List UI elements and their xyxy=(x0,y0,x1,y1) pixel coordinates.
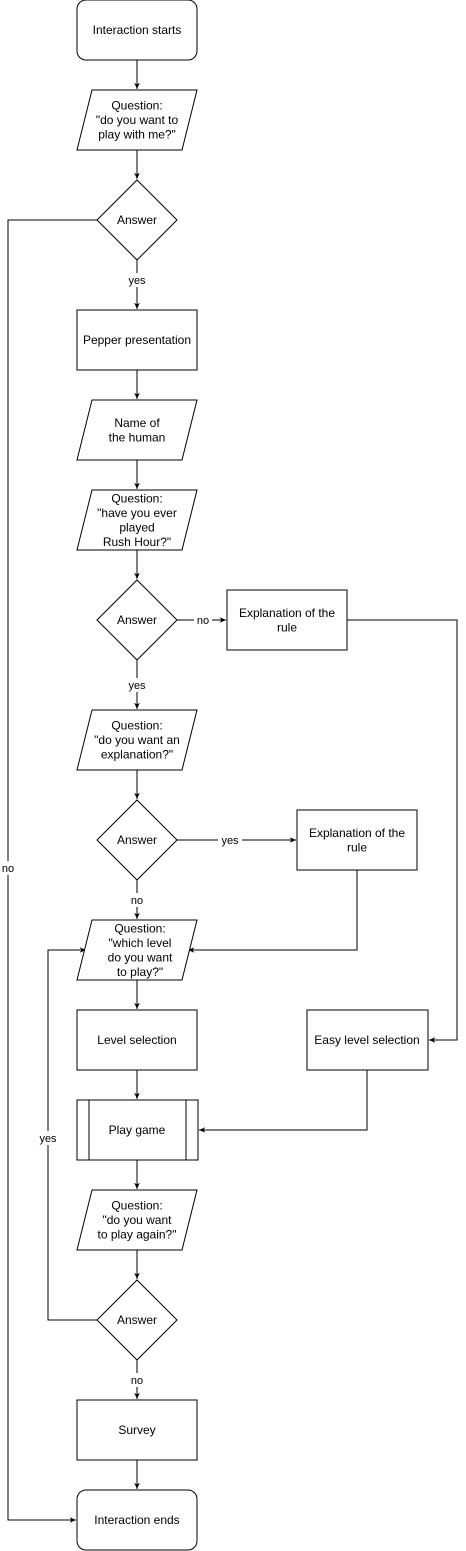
node-text-line: Interaction ends xyxy=(94,1513,179,1527)
node-text-line: do you want xyxy=(108,950,173,964)
node-level-sel-text: Level selection xyxy=(97,1033,176,1047)
edge-label-a1-no: no xyxy=(0,861,16,875)
node-text-line: played xyxy=(119,520,154,534)
edge-label-a2-no: no xyxy=(194,613,212,627)
node-text-line: "do you want an xyxy=(94,733,180,747)
svg-text:yes: yes xyxy=(128,680,146,692)
node-text-line: Easy level selection xyxy=(314,1033,419,1047)
node-answer2: Answer xyxy=(96,579,178,661)
edge-label-a1-yes: yes xyxy=(125,273,149,287)
svg-text:no: no xyxy=(197,615,209,627)
node-presentation-text: Pepper presentation xyxy=(83,333,191,347)
node-text-line: explanation?" xyxy=(101,748,173,762)
node-text-line: to play again?" xyxy=(98,1228,177,1242)
node-text-line: the human xyxy=(109,430,166,444)
node-text-line: Survey xyxy=(118,1423,155,1437)
node-text-line: Question: xyxy=(111,491,162,505)
node-text-line: "do you want to xyxy=(96,113,179,127)
node-text-line: Play game xyxy=(109,1123,166,1137)
edge-label-a2-yes: yes xyxy=(125,678,149,692)
node-text-line: "which level xyxy=(109,936,172,950)
node-play-text: Play game xyxy=(109,1123,166,1137)
node-play: Play game xyxy=(76,1099,199,1161)
node-answer3-text: Answer xyxy=(117,833,157,847)
svg-text:no: no xyxy=(131,1375,143,1387)
svg-text:yes: yes xyxy=(39,1133,57,1145)
node-survey: Survey xyxy=(76,1399,198,1461)
node-text-line: Question: xyxy=(111,99,162,113)
node-text-line: Question: xyxy=(114,921,165,935)
node-end: Interaction ends xyxy=(76,1489,198,1551)
edge-label-a4-no: no xyxy=(128,1373,146,1387)
node-text-line: play with me?" xyxy=(98,128,176,142)
node-text-line: Pepper presentation xyxy=(83,333,191,347)
node-answer4: Answer xyxy=(96,1279,178,1361)
node-text-line: rule xyxy=(347,840,367,854)
node-answer3: Answer xyxy=(96,799,178,881)
node-easy-level: Easy level selection xyxy=(306,1009,429,1071)
node-answer1-text: Answer xyxy=(117,213,157,227)
node-text-line: Question: xyxy=(111,1199,162,1213)
node-text-line: Interaction starts xyxy=(93,23,182,37)
node-start: Interaction starts xyxy=(76,0,198,61)
node-text-line: Answer xyxy=(117,213,157,227)
node-text-line: Answer xyxy=(117,833,157,847)
edge-labels: yes no no yes yes no yes no xyxy=(0,273,242,1387)
node-text-line: Explanation of the xyxy=(309,826,405,840)
edge-label-a3-yes: yes xyxy=(218,833,242,847)
edge-expl2-to-q-level xyxy=(188,870,358,953)
node-text-line: "have you ever xyxy=(97,506,177,520)
node-presentation: Pepper presentation xyxy=(76,309,198,371)
node-text-line: to play?" xyxy=(117,965,163,979)
node-end-text: Interaction ends xyxy=(94,1513,179,1527)
nodes: Interaction starts Question:"do you want… xyxy=(76,0,429,1551)
node-answer2-text: Answer xyxy=(117,613,157,627)
node-text-line: Rush Hour?" xyxy=(103,535,171,549)
svg-text:no: no xyxy=(2,863,14,875)
node-text-line: Explanation of the xyxy=(239,606,335,620)
edge-answer1-no xyxy=(7,219,97,1523)
svg-text:no: no xyxy=(131,895,143,907)
node-answer4-text: Answer xyxy=(117,1313,157,1327)
node-text-line: Level selection xyxy=(97,1033,176,1047)
svg-text:yes: yes xyxy=(221,835,239,847)
node-text-line: Name of xyxy=(114,416,160,430)
node-easy-level-text: Easy level selection xyxy=(314,1033,419,1047)
node-answer1: Answer xyxy=(96,179,178,261)
node-text-line: Answer xyxy=(117,1313,157,1327)
node-text-line: Question: xyxy=(111,719,162,733)
edge-expl1-to-easy-level xyxy=(347,619,458,1043)
node-text-line: rule xyxy=(277,620,297,634)
edge-label-a3-no: no xyxy=(128,893,146,907)
node-start-text: Interaction starts xyxy=(93,23,182,37)
edge-easy-level-to-play xyxy=(199,1070,368,1133)
node-survey-text: Survey xyxy=(118,1423,155,1437)
node-text-line: "do you want xyxy=(103,1213,173,1227)
edges xyxy=(7,60,458,1523)
svg-text:yes: yes xyxy=(128,275,146,287)
node-level-sel: Level selection xyxy=(76,1009,198,1071)
edge-label-a4-yes: yes xyxy=(36,1131,60,1145)
node-text-line: Answer xyxy=(117,613,157,627)
